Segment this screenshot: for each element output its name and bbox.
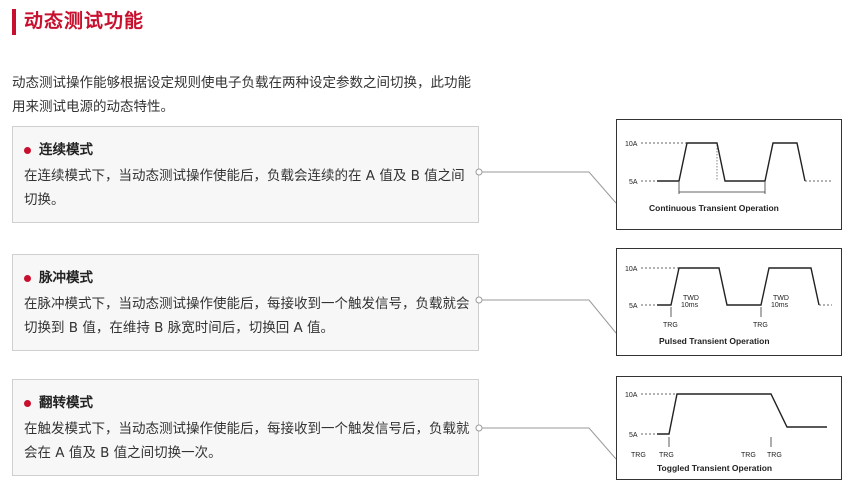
- trg-label: TRG: [631, 452, 646, 459]
- mode-title: 脉冲模式: [39, 270, 93, 286]
- connector-pulsed: [475, 296, 617, 334]
- trg-label: TRG: [767, 452, 782, 459]
- mode-title: 连续模式: [39, 142, 93, 158]
- bullet-dot-icon: [24, 399, 31, 407]
- level-high-label: 10A: [625, 392, 638, 399]
- mode-description: 在连续模式下，当动态测试操作使能后，负载会连续的在 A 值及 B 值之间切换。: [24, 168, 465, 208]
- level-low-label: 5A: [629, 432, 638, 439]
- bullet-dot-icon: [24, 146, 31, 154]
- mode-description: 在触发模式下，当动态测试操作使能后，每接收到一个触发信号后，负载就会在 A 值及…: [24, 421, 470, 461]
- diagram-pulsed: 10A 5A TWD 10ms TWD 10ms TRG TRG Pulsed …: [616, 248, 842, 356]
- mode-card-toggled: 翻转模式 在触发模式下，当动态测试操作使能后，每接收到一个触发信号后，负载就会在…: [12, 379, 479, 476]
- twd-value-label: 10ms: [771, 302, 789, 309]
- mode-card-header: 翻转模式: [24, 393, 93, 413]
- level-high-label: 10A: [625, 141, 638, 148]
- waveform-toggled: 10A 5A TRG TRG TRG TRG Toggled Transient…: [625, 392, 827, 473]
- diagram-caption: Pulsed Transient Operation: [659, 336, 770, 346]
- mode-description: 在脉冲模式下，当动态测试操作使能后，每接收到一个触发信号，负载就会切换到 B 值…: [24, 296, 470, 336]
- level-low-label: 5A: [629, 179, 638, 186]
- level-high-label: 10A: [625, 266, 638, 273]
- diagram-toggled: 10A 5A TRG TRG TRG TRG Toggled Transient…: [616, 376, 842, 480]
- page-title: 动态测试功能: [24, 10, 145, 32]
- trg-label: TRG: [663, 322, 678, 329]
- trg-label: TRG: [741, 452, 756, 459]
- waveform-pulsed: 10A 5A TWD 10ms TWD 10ms TRG TRG Pulsed …: [625, 266, 832, 346]
- trg-label: TRG: [659, 452, 674, 459]
- bullet-dot-icon: [24, 274, 31, 282]
- diagram-caption: Toggled Transient Operation: [657, 463, 772, 473]
- diagram-continuous: 10A 5A Continuous Transient Operation: [616, 119, 842, 230]
- intro-paragraph: 动态测试操作能够根据设定规则使电子负载在两种设定参数之间切换，此功能用来测试电源…: [12, 75, 471, 115]
- twd-label: TWD: [683, 295, 699, 302]
- connector-continuous: [475, 168, 617, 204]
- trg-label: TRG: [753, 322, 768, 329]
- diagram-caption: Continuous Transient Operation: [649, 203, 779, 213]
- mode-card-header: 连续模式: [24, 140, 93, 160]
- twd-label: TWD: [773, 295, 789, 302]
- mode-card-continuous: 连续模式 在连续模式下，当动态测试操作使能后，负载会连续的在 A 值及 B 值之…: [12, 126, 479, 223]
- mode-card-header: 脉冲模式: [24, 268, 93, 288]
- connector-toggled: [475, 424, 617, 460]
- mode-title: 翻转模式: [39, 395, 93, 411]
- waveform-continuous: 10A 5A Continuous Transient Operation: [625, 141, 832, 213]
- twd-value-label: 10ms: [681, 302, 699, 309]
- mode-card-pulsed: 脉冲模式 在脉冲模式下，当动态测试操作使能后，每接收到一个触发信号，负载就会切换…: [12, 254, 479, 351]
- level-low-label: 5A: [629, 303, 638, 310]
- title-accent-bar: [12, 9, 16, 35]
